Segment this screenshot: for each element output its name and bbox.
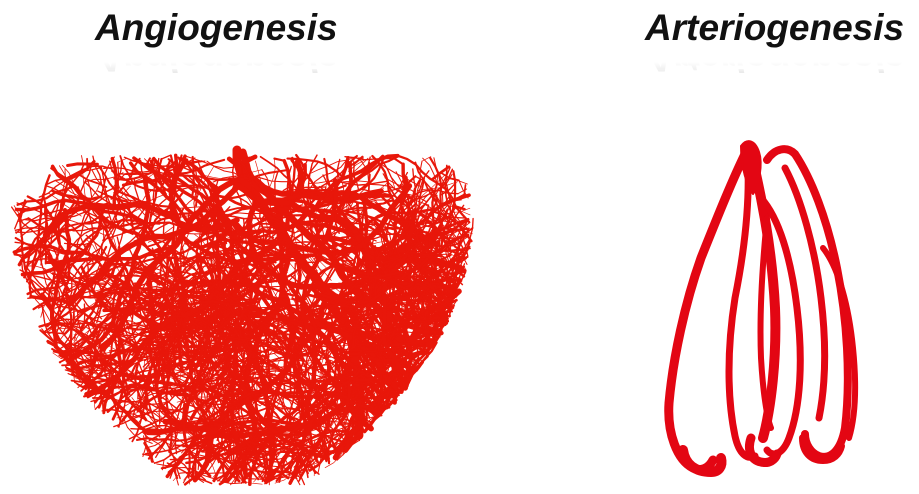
capillary-branch [92, 171, 103, 187]
capillary-network [12, 150, 474, 485]
arteriole-trunk-head [741, 141, 761, 194]
angiogenesis-vessel-network [5, 140, 485, 490]
angiogenesis-title: Angiogenesis [95, 6, 338, 50]
arteriogenesis-title-reflection: Arteriogenesis [645, 50, 904, 80]
arteriole-loops [669, 141, 855, 472]
capillary-branch [162, 155, 171, 159]
capillary-branch [114, 402, 134, 403]
arteriogenesis-vessels [655, 138, 875, 478]
arteriole-loop-left-inner [729, 150, 755, 457]
arteriogenesis-title: Arteriogenesis [645, 6, 904, 50]
capillary-branch [102, 228, 104, 248]
angiogenesis-title-reflection: Angiogenesis [95, 50, 338, 80]
capillary-branch [88, 180, 92, 200]
